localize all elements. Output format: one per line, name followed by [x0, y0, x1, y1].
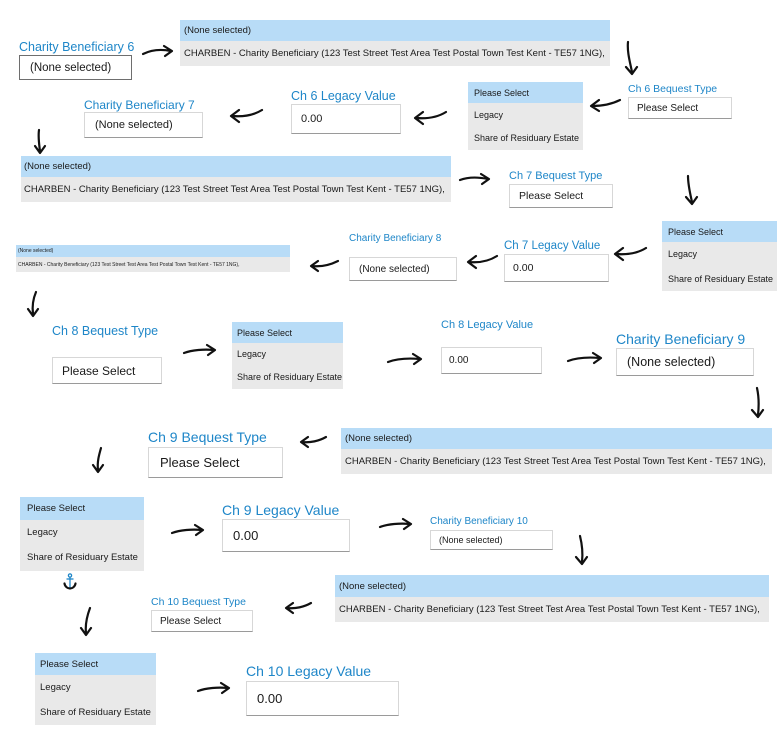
option-share-residuary[interactable]: Share of Residuary Estate [237, 372, 343, 382]
charity-beneficiary-7-select[interactable]: (None selected) [84, 112, 203, 138]
option-charben[interactable]: CHARBEN - Charity Beneficiary (123 Test … [24, 184, 445, 195]
ch10-bequest-type-options: Please Select Legacy Share of Residuary … [35, 653, 156, 725]
charity-beneficiary-6-label: Charity Beneficiary 6 [19, 40, 135, 54]
option-legacy[interactable]: Legacy [668, 249, 698, 259]
option-none-selected[interactable]: (None selected) [180, 20, 610, 41]
flow-arrow-left-icon [309, 259, 340, 273]
ch10-legacy-value-label: Ch 10 Legacy Value [246, 663, 372, 679]
charity-beneficiary-7-options: (None selected) CHARBEN - Charity Benefi… [21, 156, 451, 202]
flow-arrow-left-icon [613, 246, 648, 262]
option-legacy[interactable]: Legacy [40, 681, 71, 693]
flow-arrow-down-icon [79, 606, 93, 637]
ch7-legacy-value-label: Ch 7 Legacy Value [504, 240, 601, 252]
ch8-bequest-type-label: Ch 8 Bequest Type [52, 324, 159, 338]
flow-arrow-down-icon [574, 534, 589, 566]
ch8-legacy-value-input[interactable]: 0.00 [441, 347, 542, 374]
charity-beneficiary-9-label: Charity Beneficiary 9 [616, 331, 746, 347]
ch7-bequest-type-label: Ch 7 Bequest Type [509, 170, 603, 182]
option-please-select[interactable]: Please Select [35, 653, 156, 675]
ch6-bequest-type-label: Ch 6 Bequest Type [628, 83, 718, 95]
charity-beneficiary-10-select[interactable]: (None selected) [430, 530, 553, 550]
ch9-bequest-type-label: Ch 9 Bequest Type [148, 429, 267, 445]
option-none-selected[interactable]: (None selected) [21, 156, 451, 177]
option-share-residuary[interactable]: Share of Residuary Estate [668, 273, 774, 284]
option-charben[interactable]: CHARBEN - Charity Beneficiary (123 Test … [345, 456, 766, 467]
option-please-select[interactable]: Please Select [468, 82, 583, 103]
ch10-bequest-type-select[interactable]: Please Select [151, 610, 253, 632]
ch10-bequest-type-label: Ch 10 Bequest Type [151, 596, 246, 608]
flow-arrow-down-icon [750, 386, 765, 419]
option-charben[interactable]: CHARBEN - Charity Beneficiary (123 Test … [339, 604, 760, 615]
ch8-bequest-type-options: Please Select Legacy Share of Residuary … [232, 322, 343, 389]
ch7-legacy-value-input[interactable]: 0.00 [504, 254, 609, 282]
option-share-residuary[interactable]: Share of Residuary Estate [40, 706, 151, 718]
charity-beneficiary-9-options: (None selected) CHARBEN - Charity Benefi… [341, 428, 772, 474]
option-none-selected[interactable]: (None selected) [335, 575, 769, 597]
flow-arrow-down-icon [624, 40, 639, 76]
option-legacy[interactable]: Legacy [237, 349, 267, 359]
flow-arrow-right-icon [141, 44, 174, 58]
charity-beneficiary-10-options: (None selected) CHARBEN - Charity Benefi… [335, 575, 769, 622]
option-none-selected[interactable]: (None selected) [341, 428, 772, 449]
ch6-bequest-type-options: Please Select Legacy Share of Residuary … [468, 82, 583, 150]
ch9-legacy-value-input[interactable]: 0.00 [222, 519, 350, 552]
option-none-selected[interactable]: (None selected) [16, 245, 290, 257]
flow-arrow-left-icon [413, 110, 448, 126]
option-legacy[interactable]: Legacy [27, 526, 58, 538]
charity-beneficiary-6-options: (None selected) CHARBEN - Charity Benefi… [180, 20, 610, 66]
option-charben[interactable]: CHARBEN - Charity Beneficiary (123 Test … [18, 261, 240, 268]
option-please-select[interactable]: Please Select [20, 497, 144, 520]
ch8-legacy-value-label: Ch 8 Legacy Value [441, 319, 534, 331]
option-share-residuary[interactable]: Share of Residuary Estate [27, 552, 138, 563]
charity-beneficiary-8-options: (None selected) CHARBEN - Charity Benefi… [16, 245, 290, 272]
flow-arrow-left-icon [466, 254, 499, 270]
charity-beneficiary-9-select[interactable]: (None selected) [616, 348, 754, 376]
flow-arrow-right-icon [182, 343, 217, 357]
ch6-legacy-value-input[interactable]: 0.00 [291, 104, 401, 134]
option-charben[interactable]: CHARBEN - Charity Beneficiary (123 Test … [184, 48, 605, 59]
flow-arrow-left-icon [229, 108, 264, 124]
flow-arrow-down-icon [26, 290, 40, 318]
charity-beneficiary-8-select[interactable]: (None selected) [349, 257, 457, 281]
flow-arrow-left-icon [299, 435, 328, 449]
flow-arrow-right-icon [458, 172, 491, 186]
option-please-select[interactable]: Please Select [232, 322, 343, 343]
charity-beneficiary-8-label: Charity Beneficiary 8 [349, 233, 442, 244]
flow-arrow-left-icon [284, 601, 313, 615]
ch10-legacy-value-input[interactable]: 0.00 [246, 681, 399, 716]
ch7-bequest-type-options: Please Select Legacy Share of Residuary … [662, 221, 777, 291]
ch8-bequest-type-select[interactable]: Please Select [52, 357, 162, 384]
flow-arrow-down-icon [684, 174, 699, 206]
ch9-legacy-value-label: Ch 9 Legacy Value [222, 502, 340, 518]
flow-arrow-down-icon [33, 128, 47, 155]
flow-arrow-right-icon [196, 681, 231, 695]
charity-beneficiary-7-label: Charity Beneficiary 7 [84, 98, 195, 112]
anchor-icon [63, 573, 77, 590]
flow-arrow-down-icon [91, 446, 105, 474]
flow-arrow-right-icon [566, 351, 603, 365]
option-please-select[interactable]: Please Select [662, 221, 777, 242]
flow-arrow-right-icon [378, 517, 413, 531]
option-legacy[interactable]: Legacy [474, 109, 504, 120]
flow-arrow-right-icon [170, 523, 205, 537]
ch9-bequest-type-options: Please Select Legacy Share of Residuary … [20, 497, 144, 571]
ch6-legacy-value-label: Ch 6 Legacy Value [291, 89, 396, 103]
charity-beneficiary-6-select[interactable]: (None selected) [19, 55, 132, 80]
ch9-bequest-type-select[interactable]: Please Select [148, 447, 283, 478]
flow-arrow-left-icon [589, 98, 622, 113]
charity-beneficiary-10-label: Charity Beneficiary 10 [430, 516, 528, 527]
flow-arrow-right-icon [386, 352, 423, 366]
option-share-residuary[interactable]: Share of Residuary Estate [474, 133, 580, 143]
ch6-bequest-type-select[interactable]: Please Select [628, 97, 732, 119]
ch7-bequest-type-select[interactable]: Please Select [509, 184, 613, 208]
